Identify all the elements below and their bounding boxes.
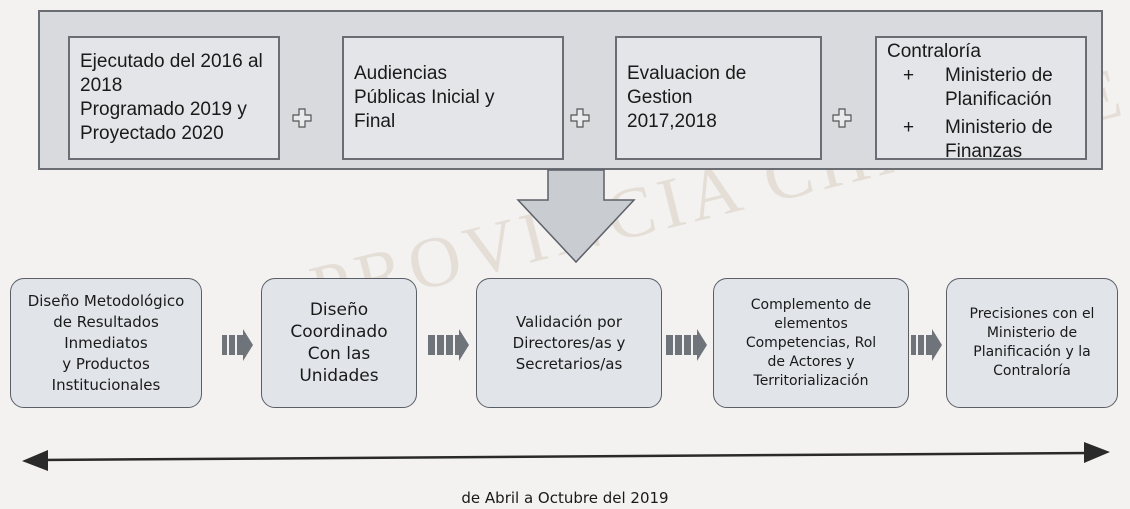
plus-sign: + xyxy=(903,65,915,86)
plus-icon xyxy=(292,108,312,128)
ministerio-planificacion-line2: Planificación xyxy=(945,89,1052,110)
step-complemento: Complemento de elementos Competencias, R… xyxy=(713,278,909,408)
step-validacion: Validación por Directores/as y Secretari… xyxy=(476,278,662,408)
plus-icon xyxy=(832,108,852,128)
ministerio-finanzas-line2: Finanzas xyxy=(945,141,1023,160)
input-box-label: Evaluacion de Gestion 2017,2018 xyxy=(627,63,747,132)
step-diseno-metodologico: Diseño Metodológico de Resultados Inmedi… xyxy=(10,278,202,408)
chevron-right-icon xyxy=(222,329,253,361)
input-box-audiencias: Audiencias Públicas Inicial y Final xyxy=(342,36,564,160)
step-precisiones: Precisiones con el Ministerio de Planifi… xyxy=(946,278,1118,408)
plus-icon xyxy=(570,108,590,128)
ministerio-planificacion-line1: Ministerio de xyxy=(945,65,1053,86)
step-diseno-coordinado: Diseño Coordinado Con las Unidades xyxy=(261,278,417,408)
timeline-label: de Abril a Octubre del 2019 xyxy=(461,489,669,507)
inputs-panel: Ejecutado del 2016 al 2018 Programado 20… xyxy=(38,10,1103,170)
chevron-right-icon xyxy=(911,329,942,361)
plus-sign: + xyxy=(903,117,915,138)
input-box-contraloria: Contraloría + Ministerio de Planificació… xyxy=(875,36,1087,160)
input-box-label: Ejecutado del 2016 al 2018 Programado 20… xyxy=(80,51,263,144)
input-box-label: Audiencias Públicas Inicial y Final xyxy=(354,63,495,132)
chevron-right-icon xyxy=(428,329,469,361)
chevron-right-icon xyxy=(666,329,707,361)
input-box-ejecutado: Ejecutado del 2016 al 2018 Programado 20… xyxy=(68,36,280,160)
ministerio-finanzas-line1: Ministerio de xyxy=(945,117,1053,138)
contraloria-title: Contraloría xyxy=(887,41,981,62)
input-box-evaluacion: Evaluacion de Gestion 2017,2018 xyxy=(615,36,822,160)
